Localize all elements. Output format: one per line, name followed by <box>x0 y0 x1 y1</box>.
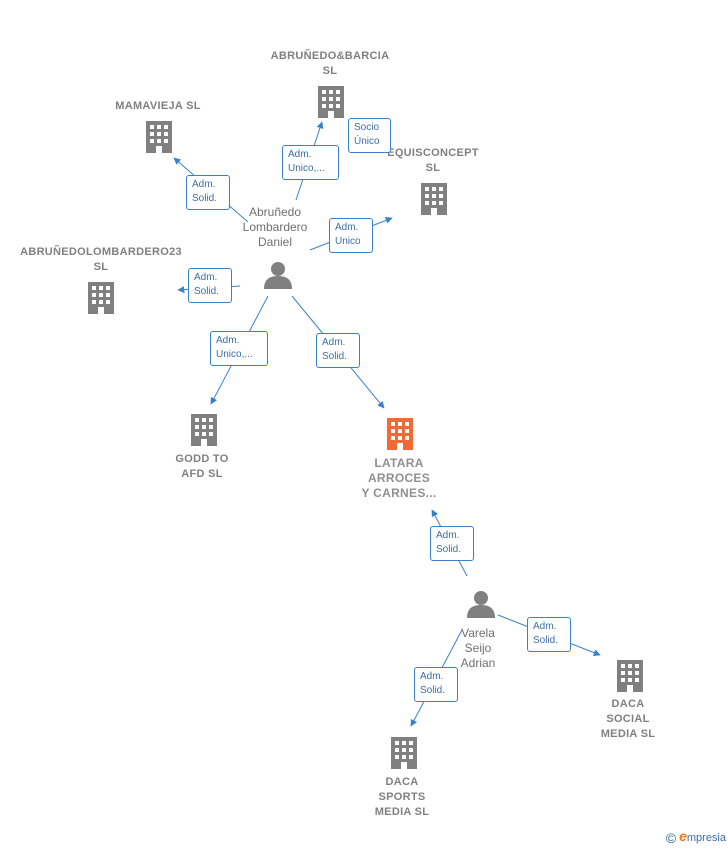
company-mamavieja[interactable]: MAMAVIEJA SL <box>98 99 218 114</box>
edge-label[interactable]: Adm. Solid. <box>188 268 232 303</box>
company-latara[interactable]: LATARA ARROCES Y CARNES... <box>344 456 454 501</box>
edge-label-line: Adm. <box>533 621 557 632</box>
building-icon <box>391 737 417 769</box>
company-name-line: DACA <box>611 698 645 710</box>
edge-label-line: Adm. <box>335 222 359 233</box>
edge-label-line: Adm. <box>194 272 218 283</box>
company-name-line: EQUISCONCEPT <box>387 147 479 159</box>
company-name-line: MEDIA SL <box>600 728 656 740</box>
edge-label-line: Solid. <box>533 635 559 646</box>
edge-label-line: Solid. <box>420 685 446 696</box>
company-name-line: SPORTS <box>378 791 426 803</box>
edge-label[interactable]: Adm. Solid. <box>186 175 230 210</box>
building-icon <box>88 282 114 314</box>
edge-label-line: Socio <box>354 122 380 133</box>
company-name-line: SL <box>322 65 338 77</box>
edge-label-line: Adm. <box>322 337 346 348</box>
edge-label-line: Unico,... <box>288 163 325 174</box>
building-icon <box>617 660 643 692</box>
company-abrunedolombardero23[interactable]: ABRUÑEDOLOMBARDERO23 SL <box>14 245 188 275</box>
edge-label[interactable]: Adm. Unico,... <box>282 145 339 180</box>
edge-label-line: Único <box>354 136 380 147</box>
edge-label[interactable]: Adm. Solid. <box>414 667 458 702</box>
company-name-line: SL <box>425 162 441 174</box>
person-name-line: Adrian <box>460 656 496 670</box>
company-name-line: SL <box>93 261 109 273</box>
company-name-line: ARROCES <box>367 471 431 485</box>
edge-label[interactable]: Adm. Unico,... <box>210 331 268 366</box>
building-icon <box>146 121 172 153</box>
person-name-line: Lombardero <box>242 220 308 234</box>
edge-label[interactable]: Adm. Solid. <box>527 617 571 652</box>
company-name-line: MEDIA SL <box>374 806 430 818</box>
building-icon-highlight <box>387 418 413 450</box>
edge-label[interactable]: Socio Único <box>348 118 391 153</box>
company-name-line: ABRUÑEDOLOMBARDERO23 <box>20 246 182 258</box>
person-name-line: Varela <box>461 626 495 640</box>
company-daca-social-media[interactable]: DACA SOCIAL MEDIA SL <box>588 697 668 742</box>
edge-label-line: Unico,... <box>216 349 253 360</box>
brand-footer: © empresia <box>666 828 726 846</box>
building-icon <box>421 183 447 215</box>
edge-label-line: Solid. <box>194 286 220 297</box>
company-abrunedo-barcia[interactable]: ABRUÑEDO&BARCIA SL <box>265 49 395 79</box>
edge-label[interactable]: Adm. Unico <box>329 218 373 253</box>
person-name-line: Seijo <box>464 641 492 655</box>
person-name-line: Abruñedo <box>248 205 302 219</box>
company-name-line: MAMAVIEJA SL <box>115 100 201 112</box>
edge-label[interactable]: Adm. Solid. <box>316 333 360 368</box>
company-name-line: ABRUÑEDO&BARCIA <box>270 50 390 62</box>
brand-name: mpresia <box>686 831 726 844</box>
person-name-line: Daniel <box>257 235 293 249</box>
edge-label-line: Unico <box>335 236 361 247</box>
edge-label-line: Adm. <box>216 335 240 346</box>
company-godd-to-afd[interactable]: GODD TO AFD SL <box>162 452 242 482</box>
building-icon <box>191 414 217 446</box>
company-name-line: Y CARNES... <box>361 486 437 500</box>
person-icon <box>264 262 292 289</box>
company-name-line: LATARA <box>374 456 424 470</box>
edge-label-line: Solid. <box>322 351 348 362</box>
edge-label-line: Adm. <box>192 179 216 190</box>
person-daniel[interactable]: Abruñedo Lombardero Daniel <box>230 205 320 250</box>
edge-label-line: Adm. <box>420 671 444 682</box>
building-icon <box>318 86 344 118</box>
company-name-line: GODD TO <box>175 453 229 465</box>
edge-label[interactable]: Adm. Solid. <box>430 526 474 561</box>
brand-logo-e: e <box>679 827 687 844</box>
copyright-icon: © <box>665 830 677 846</box>
company-name-line: AFD SL <box>181 468 223 480</box>
company-equisconcept[interactable]: EQUISCONCEPT SL <box>380 146 486 176</box>
company-daca-sports-media[interactable]: DACA SPORTS MEDIA SL <box>362 775 442 820</box>
company-name-line: DACA <box>385 776 419 788</box>
edge-label-line: Solid. <box>192 193 218 204</box>
edge-label-line: Adm. <box>436 530 460 541</box>
edge-label-line: Solid. <box>436 544 462 555</box>
person-icon <box>467 591 495 618</box>
company-name-line: SOCIAL <box>606 713 650 725</box>
person-adrian[interactable]: Varela Seijo Adrian <box>438 626 518 671</box>
edge-label-line: Adm. <box>288 149 312 160</box>
